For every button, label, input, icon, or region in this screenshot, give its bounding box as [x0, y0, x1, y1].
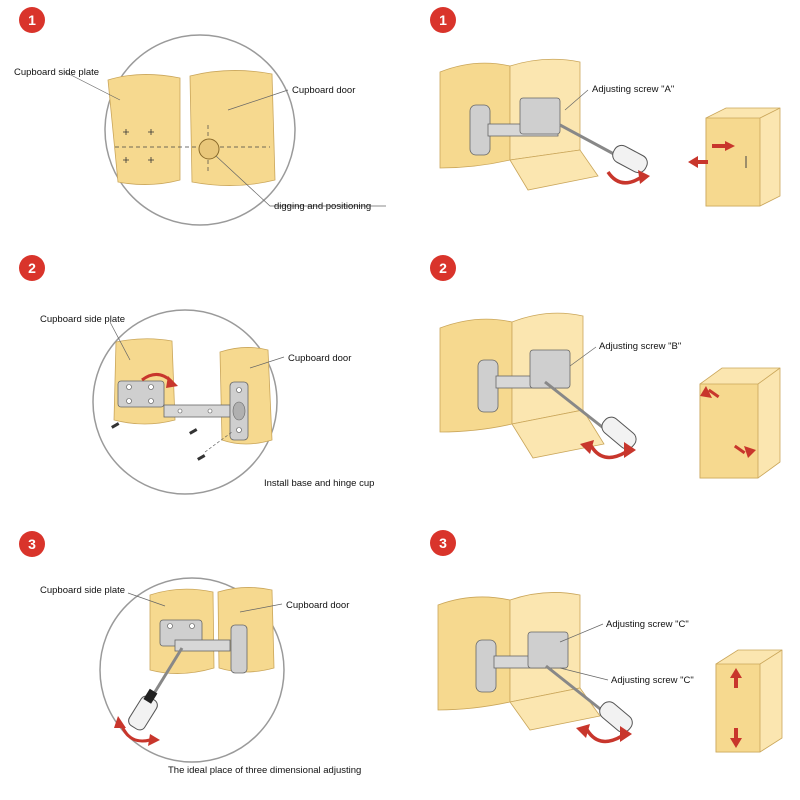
left-step-1: 1 Cupboard side plate Cupboard door digg… — [14, 7, 386, 226]
screws — [111, 422, 206, 461]
screw-label-top: Adjusting screw "C" — [606, 619, 689, 630]
screwdriver-handle — [612, 144, 648, 174]
step-badge-right-2: 2 — [430, 255, 456, 281]
svg-text:3: 3 — [439, 535, 447, 551]
side-plate-label: Cupboard side plate — [40, 314, 125, 325]
hinge-cup — [475, 639, 497, 693]
door-panel — [509, 687, 601, 731]
cabinet-icon — [699, 367, 781, 479]
cup-hole — [198, 138, 220, 160]
step-badge-left-1: 1 — [19, 7, 45, 33]
hinge-cup — [230, 624, 248, 674]
side-plate-label: Cupboard side plate — [14, 67, 99, 78]
side-plate-panel — [107, 74, 181, 185]
hinge-base — [117, 380, 165, 408]
direction-arrows — [700, 386, 756, 458]
door-panel — [509, 149, 599, 191]
step-badge-left-3: 3 — [19, 531, 45, 557]
screwdriver-handle — [601, 416, 637, 450]
hinge-base — [519, 97, 561, 135]
caption: The ideal place of three dimensional adj… — [168, 765, 361, 776]
right-step-3: 3 Adjusting screw "C" Adjusting screw "C… — [430, 530, 783, 753]
drill-marks — [123, 129, 154, 163]
detail-circle-2 — [92, 309, 278, 495]
side-plate-panel — [437, 596, 511, 711]
rotation-arrow — [606, 170, 641, 185]
left-step-3: 3 Cupboard side plate Cupboard door The … — [19, 531, 361, 776]
screwdriver — [128, 647, 184, 731]
cabinet-icon — [715, 649, 783, 753]
side-plate-label: Cupboard side plate — [40, 585, 125, 596]
screwdriver-handle — [599, 701, 633, 733]
svg-text:3: 3 — [28, 536, 36, 552]
hinge-base — [527, 631, 569, 669]
hinge-cup — [229, 381, 249, 441]
door-panel — [511, 409, 605, 459]
caption: Install base and hinge cup — [264, 478, 374, 489]
door-label: Cupboard door — [286, 600, 349, 611]
door-panel — [189, 70, 276, 186]
hinge-cup — [469, 104, 491, 156]
rotation-arrow — [584, 727, 623, 744]
svg-text:1: 1 — [28, 12, 36, 28]
screw-label-bottom: Adjusting screw "C" — [611, 675, 694, 686]
direction-arrows — [688, 141, 735, 168]
screw-label: Adjusting screw "B" — [599, 341, 681, 352]
door-label: Cupboard door — [288, 353, 351, 364]
right-step-2: 2 Adjusting screw "B" — [430, 255, 781, 479]
svg-text:2: 2 — [439, 260, 447, 276]
step-badge-right-1: 1 — [430, 7, 456, 33]
caption: digging and positioning — [274, 201, 371, 212]
svg-text:1: 1 — [439, 12, 447, 28]
rotation-arrow — [588, 443, 627, 460]
right-step-1: 1 Adjusting screw "A" — [430, 7, 781, 207]
step-badge-left-2: 2 — [19, 255, 45, 281]
hinge-arm — [174, 639, 231, 652]
hinge-base — [529, 349, 571, 389]
door-label: Cupboard door — [292, 85, 355, 96]
hinge-cup — [477, 359, 499, 413]
screw-label: Adjusting screw "A" — [592, 84, 674, 95]
step-badge-right-3: 3 — [430, 530, 456, 556]
detail-circle-1 — [104, 34, 296, 226]
direction-arrows — [730, 668, 742, 748]
detail-circle-3 — [99, 577, 285, 763]
rotation-arrow — [120, 725, 151, 743]
side-plate-panel — [439, 318, 513, 433]
hinge-arm — [163, 404, 231, 418]
cabinet-icon — [705, 107, 781, 207]
left-step-2: 2 — [19, 255, 374, 495]
svg-text:2: 2 — [28, 260, 36, 276]
